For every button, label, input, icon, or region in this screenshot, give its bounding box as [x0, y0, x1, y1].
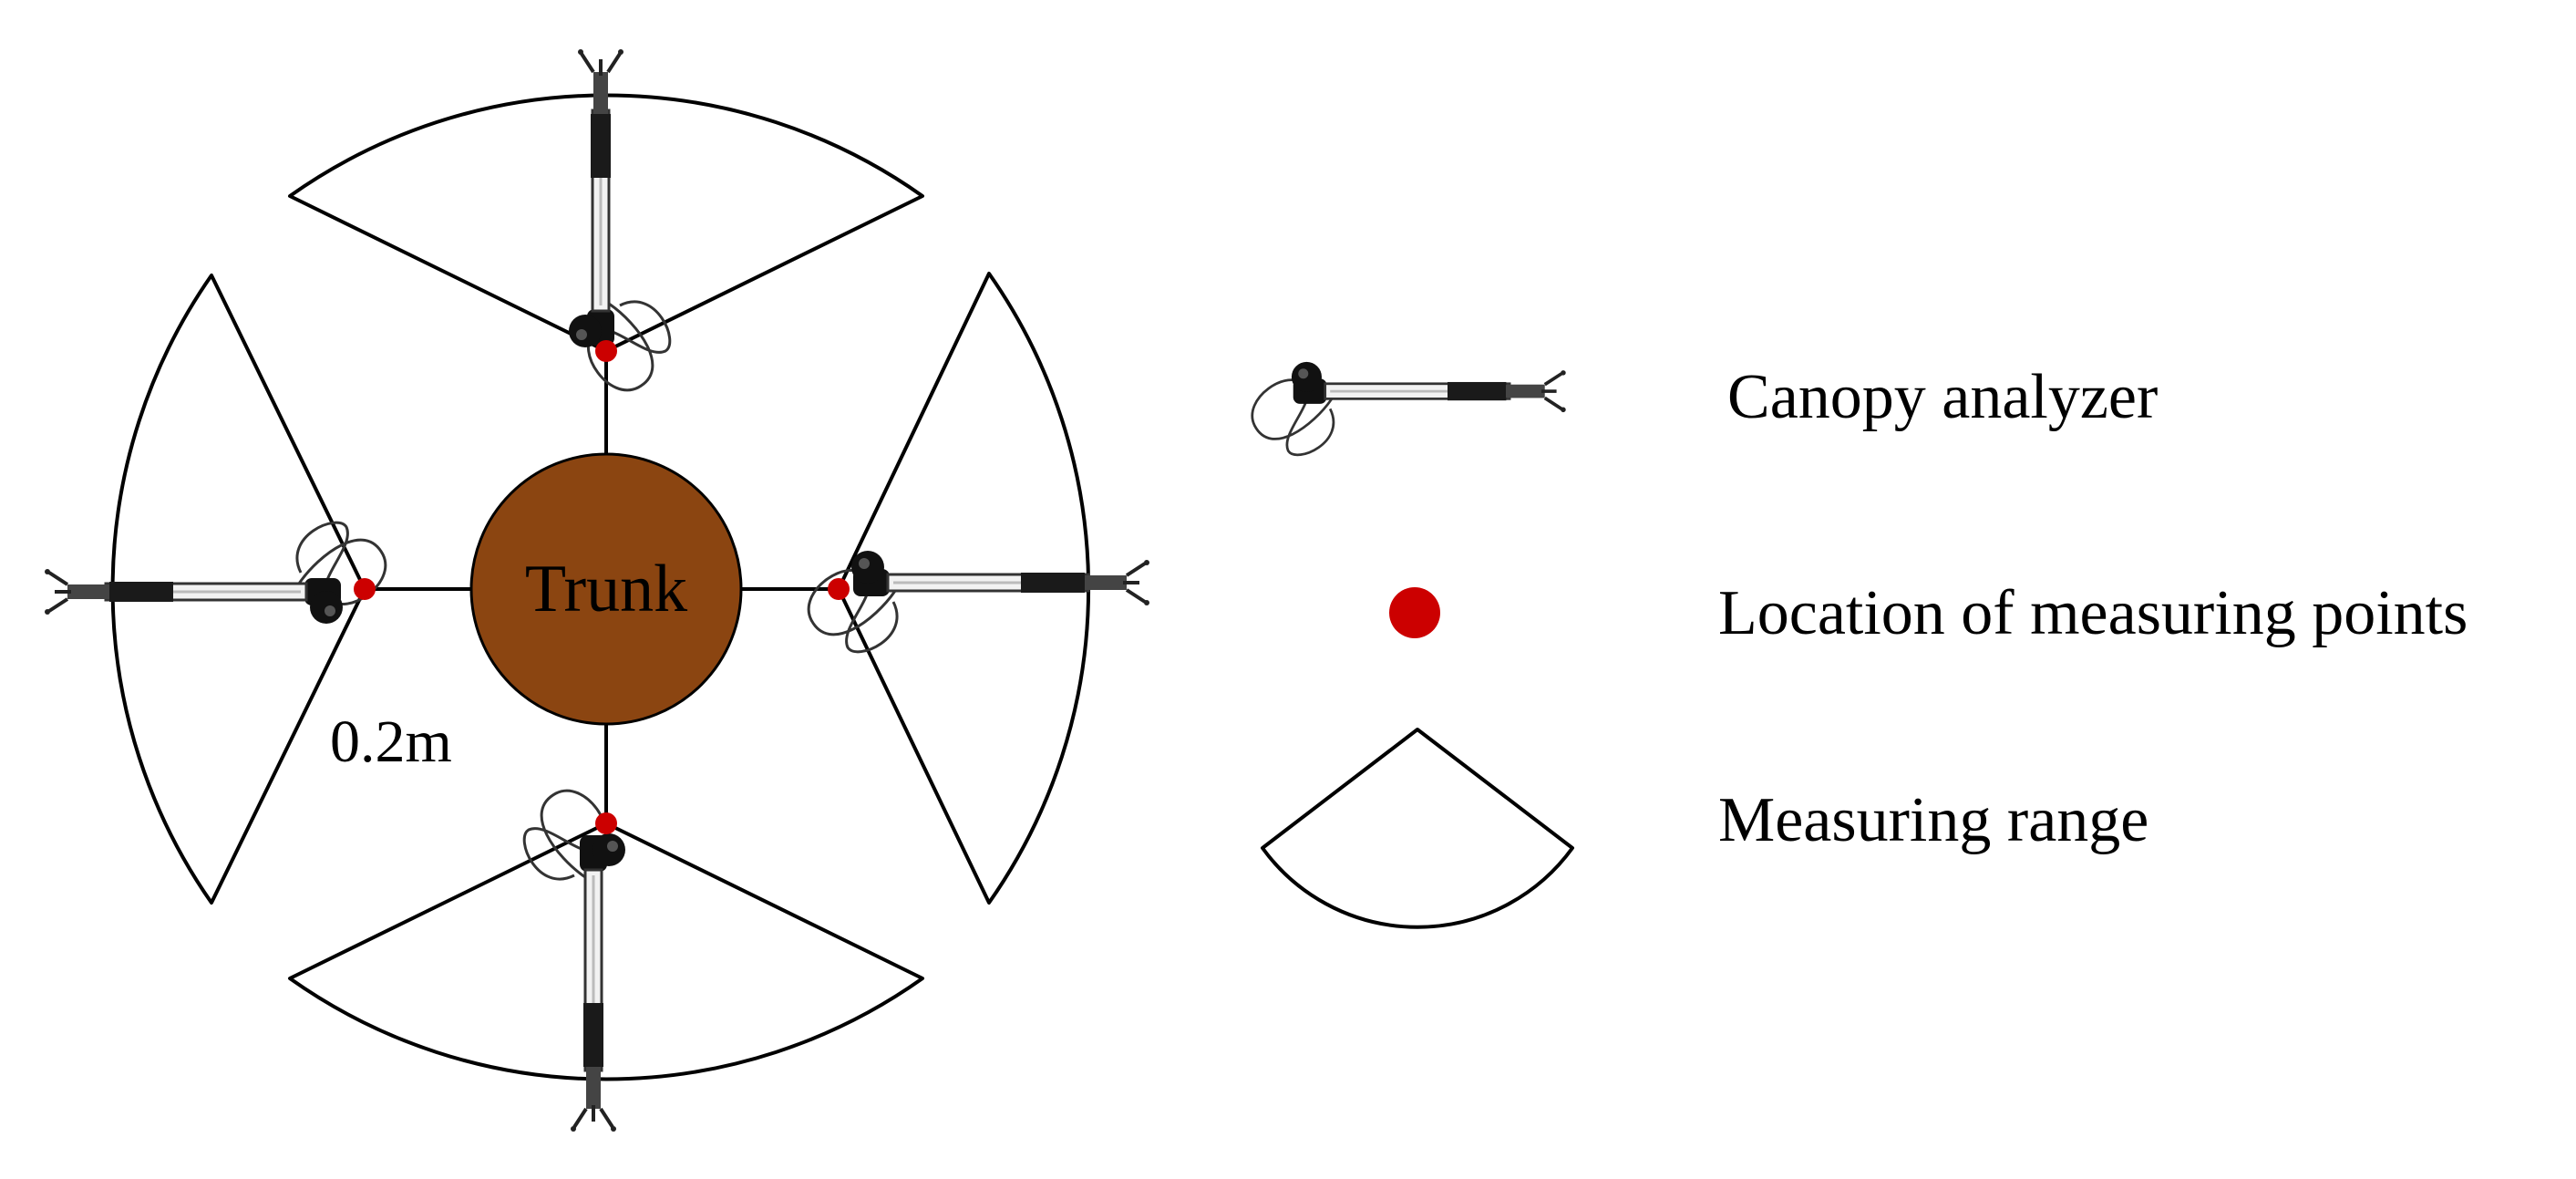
measuring-point-top	[595, 340, 617, 362]
trunk-label: Trunk	[525, 552, 687, 626]
measuring-point-right	[828, 578, 850, 600]
measuring-point-bottom	[595, 812, 617, 834]
sector-diagram: Trunk 0.2m	[43, 47, 1151, 1133]
distance-label: 0.2m	[330, 708, 452, 775]
legend-item-canopy-analyzer: Canopy analyzer	[1250, 360, 2158, 457]
measuring-point-left	[354, 578, 376, 600]
canopy-analyzer-icon	[1250, 360, 1568, 457]
measuring-range-icon	[1261, 728, 1574, 929]
legend-item-measuring-points: Location of measuring points	[1389, 578, 2468, 648]
measuring-point-icon	[1389, 587, 1440, 638]
measuring-range-sector-bottom	[288, 822, 924, 1081]
legend-label-measuring-points: Location of measuring points	[1718, 578, 2468, 648]
legend-item-measuring-range: Measuring range	[1261, 728, 2148, 929]
legend-label-measuring-range: Measuring range	[1718, 785, 2148, 855]
legend: Canopy analyzer Location of measuring po…	[1250, 360, 2468, 929]
trunk-circle	[469, 452, 743, 726]
legend-label-canopy-analyzer: Canopy analyzer	[1727, 362, 2158, 432]
